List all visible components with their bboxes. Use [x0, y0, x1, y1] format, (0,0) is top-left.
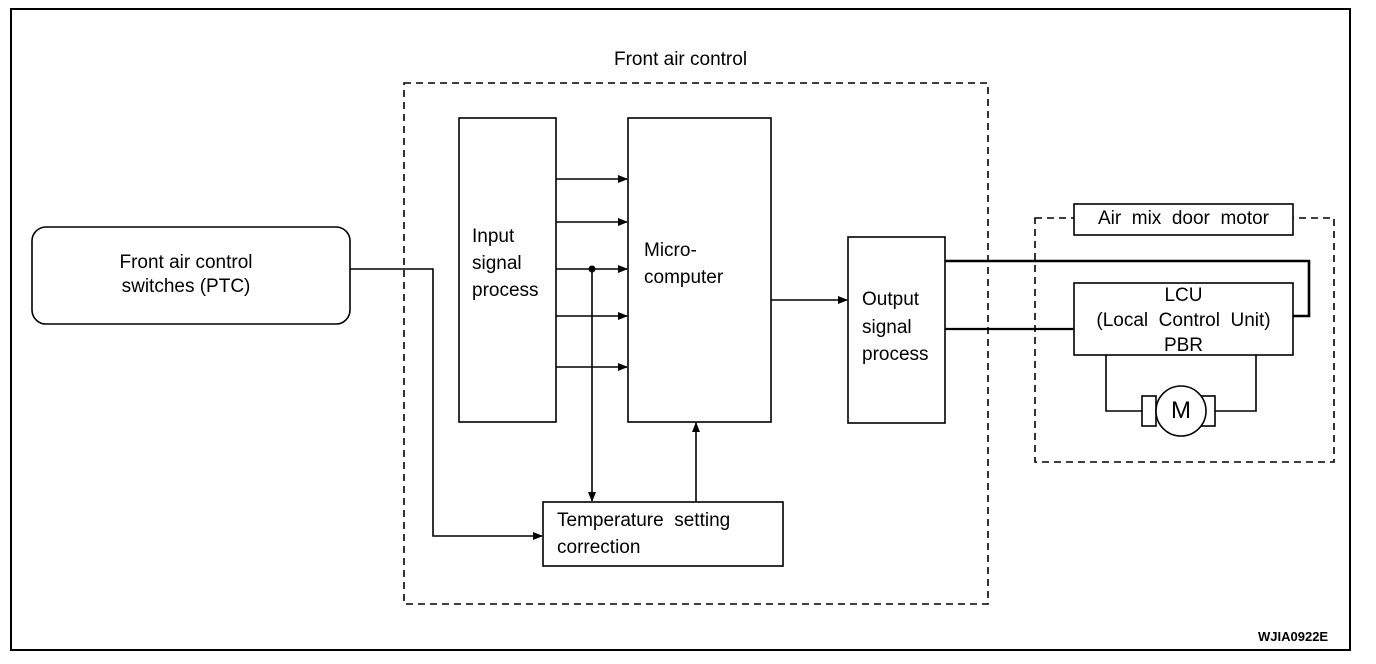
- lcu-label-line3: PBR: [1163, 335, 1204, 356]
- output-signal-process-box: [847, 236, 946, 424]
- temperature-label-line2: correction: [557, 537, 641, 558]
- input-label-line3: process: [472, 280, 539, 301]
- lcu-box: [1073, 282, 1294, 356]
- diagram-title: Front air control: [614, 49, 748, 70]
- air-mix-door-motor-title-box: [1073, 203, 1294, 236]
- ptc-to-temperature-line: [350, 268, 543, 540]
- diagram-frame: [10, 8, 1351, 651]
- ptc-label-line1: Front air control: [119, 252, 253, 273]
- temperature-setting-correction-box: [542, 501, 784, 567]
- micro-label-line1: Micro-: [644, 240, 697, 261]
- front-air-control-boundary: [403, 82, 989, 605]
- input-label-line1: Input: [472, 226, 515, 247]
- micro-label-line2: computer: [644, 267, 724, 288]
- microcomputer-box: [627, 117, 772, 423]
- ptc-switches-box: [31, 226, 351, 325]
- output-to-lcu-power-line: [945, 259, 1311, 318]
- output-label-line3: process: [862, 344, 929, 365]
- motor-left-terminal: [1141, 395, 1157, 427]
- temperature-label-line1: Temperature setting: [557, 510, 731, 531]
- lcu-motor-wire-left: [1105, 355, 1142, 412]
- ptc-label-line2: switches (PTC): [121, 276, 251, 297]
- output-label-line2: signal: [862, 317, 912, 338]
- lcu-label-line2: (Local Control Unit): [1096, 310, 1271, 331]
- output-label-line1: Output: [862, 289, 920, 310]
- lcu-label-line1: LCU: [1164, 285, 1203, 306]
- lcu-motor-wire-right: [1214, 355, 1257, 412]
- motor-symbol: [1155, 385, 1207, 437]
- air-mix-door-motor-title: Air mix door motor: [1097, 208, 1270, 229]
- input-label-line2: signal: [472, 253, 522, 274]
- input-signal-process-box: [458, 117, 557, 423]
- motor-symbol-label: M: [1171, 397, 1191, 424]
- figure-id: WJIA0922E: [1258, 629, 1329, 644]
